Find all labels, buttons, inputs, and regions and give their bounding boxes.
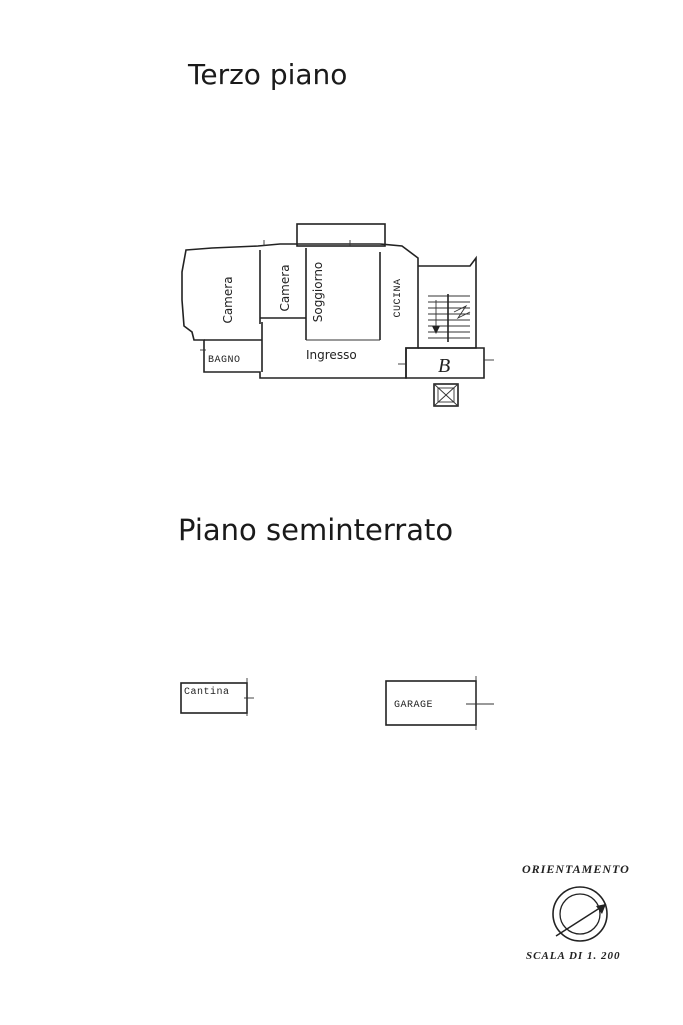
third-floor-plan: Camera Camera Soggiorno CUCINA BAGNO Ing… xyxy=(181,223,494,407)
orientation-label: ORIENTAMENTO xyxy=(522,862,630,876)
compass-icon xyxy=(552,886,608,942)
room-label-camera-1: Camera xyxy=(221,276,235,323)
room-label-garage: GARAGE xyxy=(394,700,433,711)
room-label-cucina: CUCINA xyxy=(393,278,404,317)
room-label-camera-2: Camera xyxy=(278,264,292,311)
third-floor-title: Terzo piano xyxy=(188,58,348,91)
basement-plan: Cantina GARAGE xyxy=(180,676,494,730)
stair-block: B xyxy=(398,255,494,407)
room-label-bagno: BAGNO xyxy=(208,355,241,366)
stair-break-icon xyxy=(453,304,471,320)
elevator-icon xyxy=(433,383,459,407)
apartment-outline xyxy=(181,243,419,379)
stair-block-letter: B xyxy=(438,355,450,377)
room-label-soggiorno: Soggiorno xyxy=(311,262,325,323)
room-label-cantina: Cantina xyxy=(184,686,230,698)
basement-title: Piano seminterrato xyxy=(178,513,454,547)
room-label-ingresso: Ingresso xyxy=(306,348,357,362)
balcony xyxy=(296,223,386,247)
scale-label: SCALA DI 1. 200 xyxy=(526,950,621,962)
stair-arrow-icon xyxy=(432,326,440,334)
